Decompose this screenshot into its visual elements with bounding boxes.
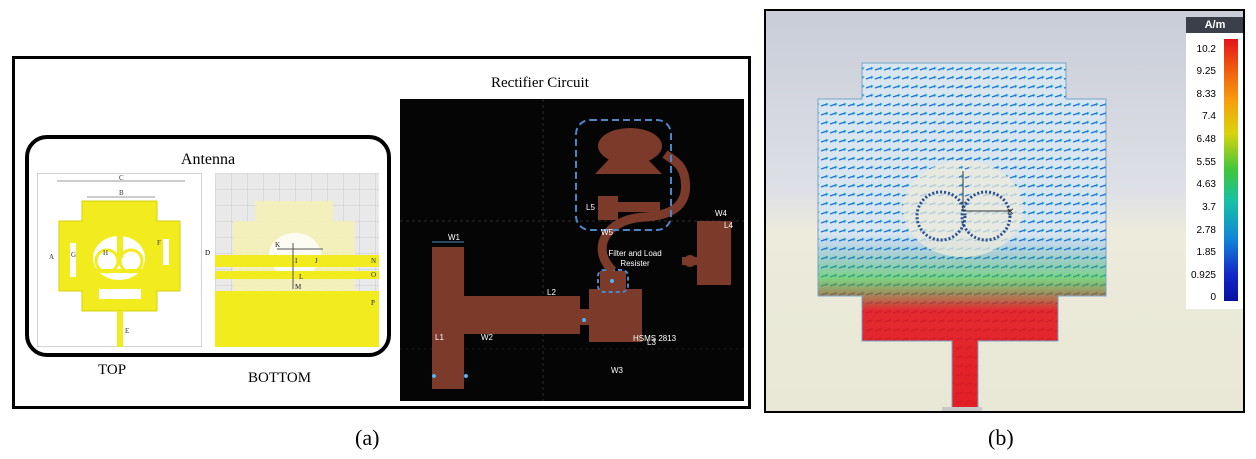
panel-a: Antenna C B A G H F E D [12,56,751,409]
label-diode: HSMS 2813 [633,334,677,343]
dim-f: F [157,239,161,247]
legend-unit: A/m [1186,17,1243,33]
dim-k: K [275,241,280,249]
label-w4: W4 [715,209,727,218]
color-legend: A/m 10.2 9.25 8.33 7.4 6.48 5.55 4.63 3.… [1186,17,1243,309]
dim-g: G [71,251,76,259]
surface-current-plot: ✕ [817,62,1107,411]
dim-j: J [315,257,318,265]
legend-tick: 4.63 [1196,179,1216,190]
dim-e: E [125,327,129,335]
rectifier-layout [400,99,744,401]
legend-tick: 2.78 [1196,225,1216,236]
label-l2: L2 [547,288,556,297]
colorbar [1224,39,1238,301]
legend-tick: 3.7 [1202,202,1216,213]
legend-tick: 0 [1210,292,1216,303]
label-w1: W1 [448,233,460,242]
label-filter-1: Filter and Load [608,249,662,258]
label-w5: W5 [601,228,613,237]
panel-b: ✕ A/m 10.2 9.25 8.33 7.4 6.48 5.55 4.63 … [764,9,1245,413]
dim-d: D [205,249,211,257]
legend-tick: 5.55 [1196,157,1216,168]
svg-text:✕: ✕ [1006,207,1014,218]
label-l5: L5 [586,203,595,212]
antenna-frame: Antenna C B A G H F E D [25,135,391,357]
dim-i: I [295,257,298,265]
label-filter-2: Resister [620,259,650,268]
w4-pad [697,221,731,285]
antenna-bottom-layout: K I J N O M L P [215,173,379,347]
top-layer-label: TOP [98,362,127,378]
legend-tick: 1.85 [1196,247,1216,258]
antenna-title: Antenna [180,151,236,168]
dim-o: O [371,271,376,279]
dim-p: P [371,299,375,307]
label-w2: W2 [481,333,493,342]
label-l1: L1 [435,333,444,342]
dim-n: N [371,257,376,265]
rectifier-title: Rectifier Circuit [491,75,589,91]
dim-b: B [119,189,124,197]
l2-line [464,296,580,334]
w1-pad [432,247,464,389]
label-l4: L4 [724,221,733,230]
legend-tick: 7.4 [1202,111,1216,122]
dim-c: C [119,174,124,182]
dim-h: H [103,249,108,257]
legend-tick: 8.33 [1196,89,1216,100]
w3-pad [589,289,642,342]
caption-a: (a) [355,425,380,450]
legend-tick: 10.2 [1196,44,1216,55]
bottom-layer-label: BOTTOM [248,370,312,386]
label-l3: L3 [647,338,656,347]
antenna-top-layout: C B A G H F E [37,173,202,347]
dim-m: M [295,283,302,291]
legend-tick: 0.925 [1190,270,1216,281]
caption-b: (b) [988,425,1014,450]
dim-l: L [299,273,303,281]
legend-tick: 6.48 [1196,134,1216,145]
legend-tick: 9.25 [1196,66,1216,77]
label-w3: W3 [611,366,623,375]
dim-a: A [49,253,54,261]
